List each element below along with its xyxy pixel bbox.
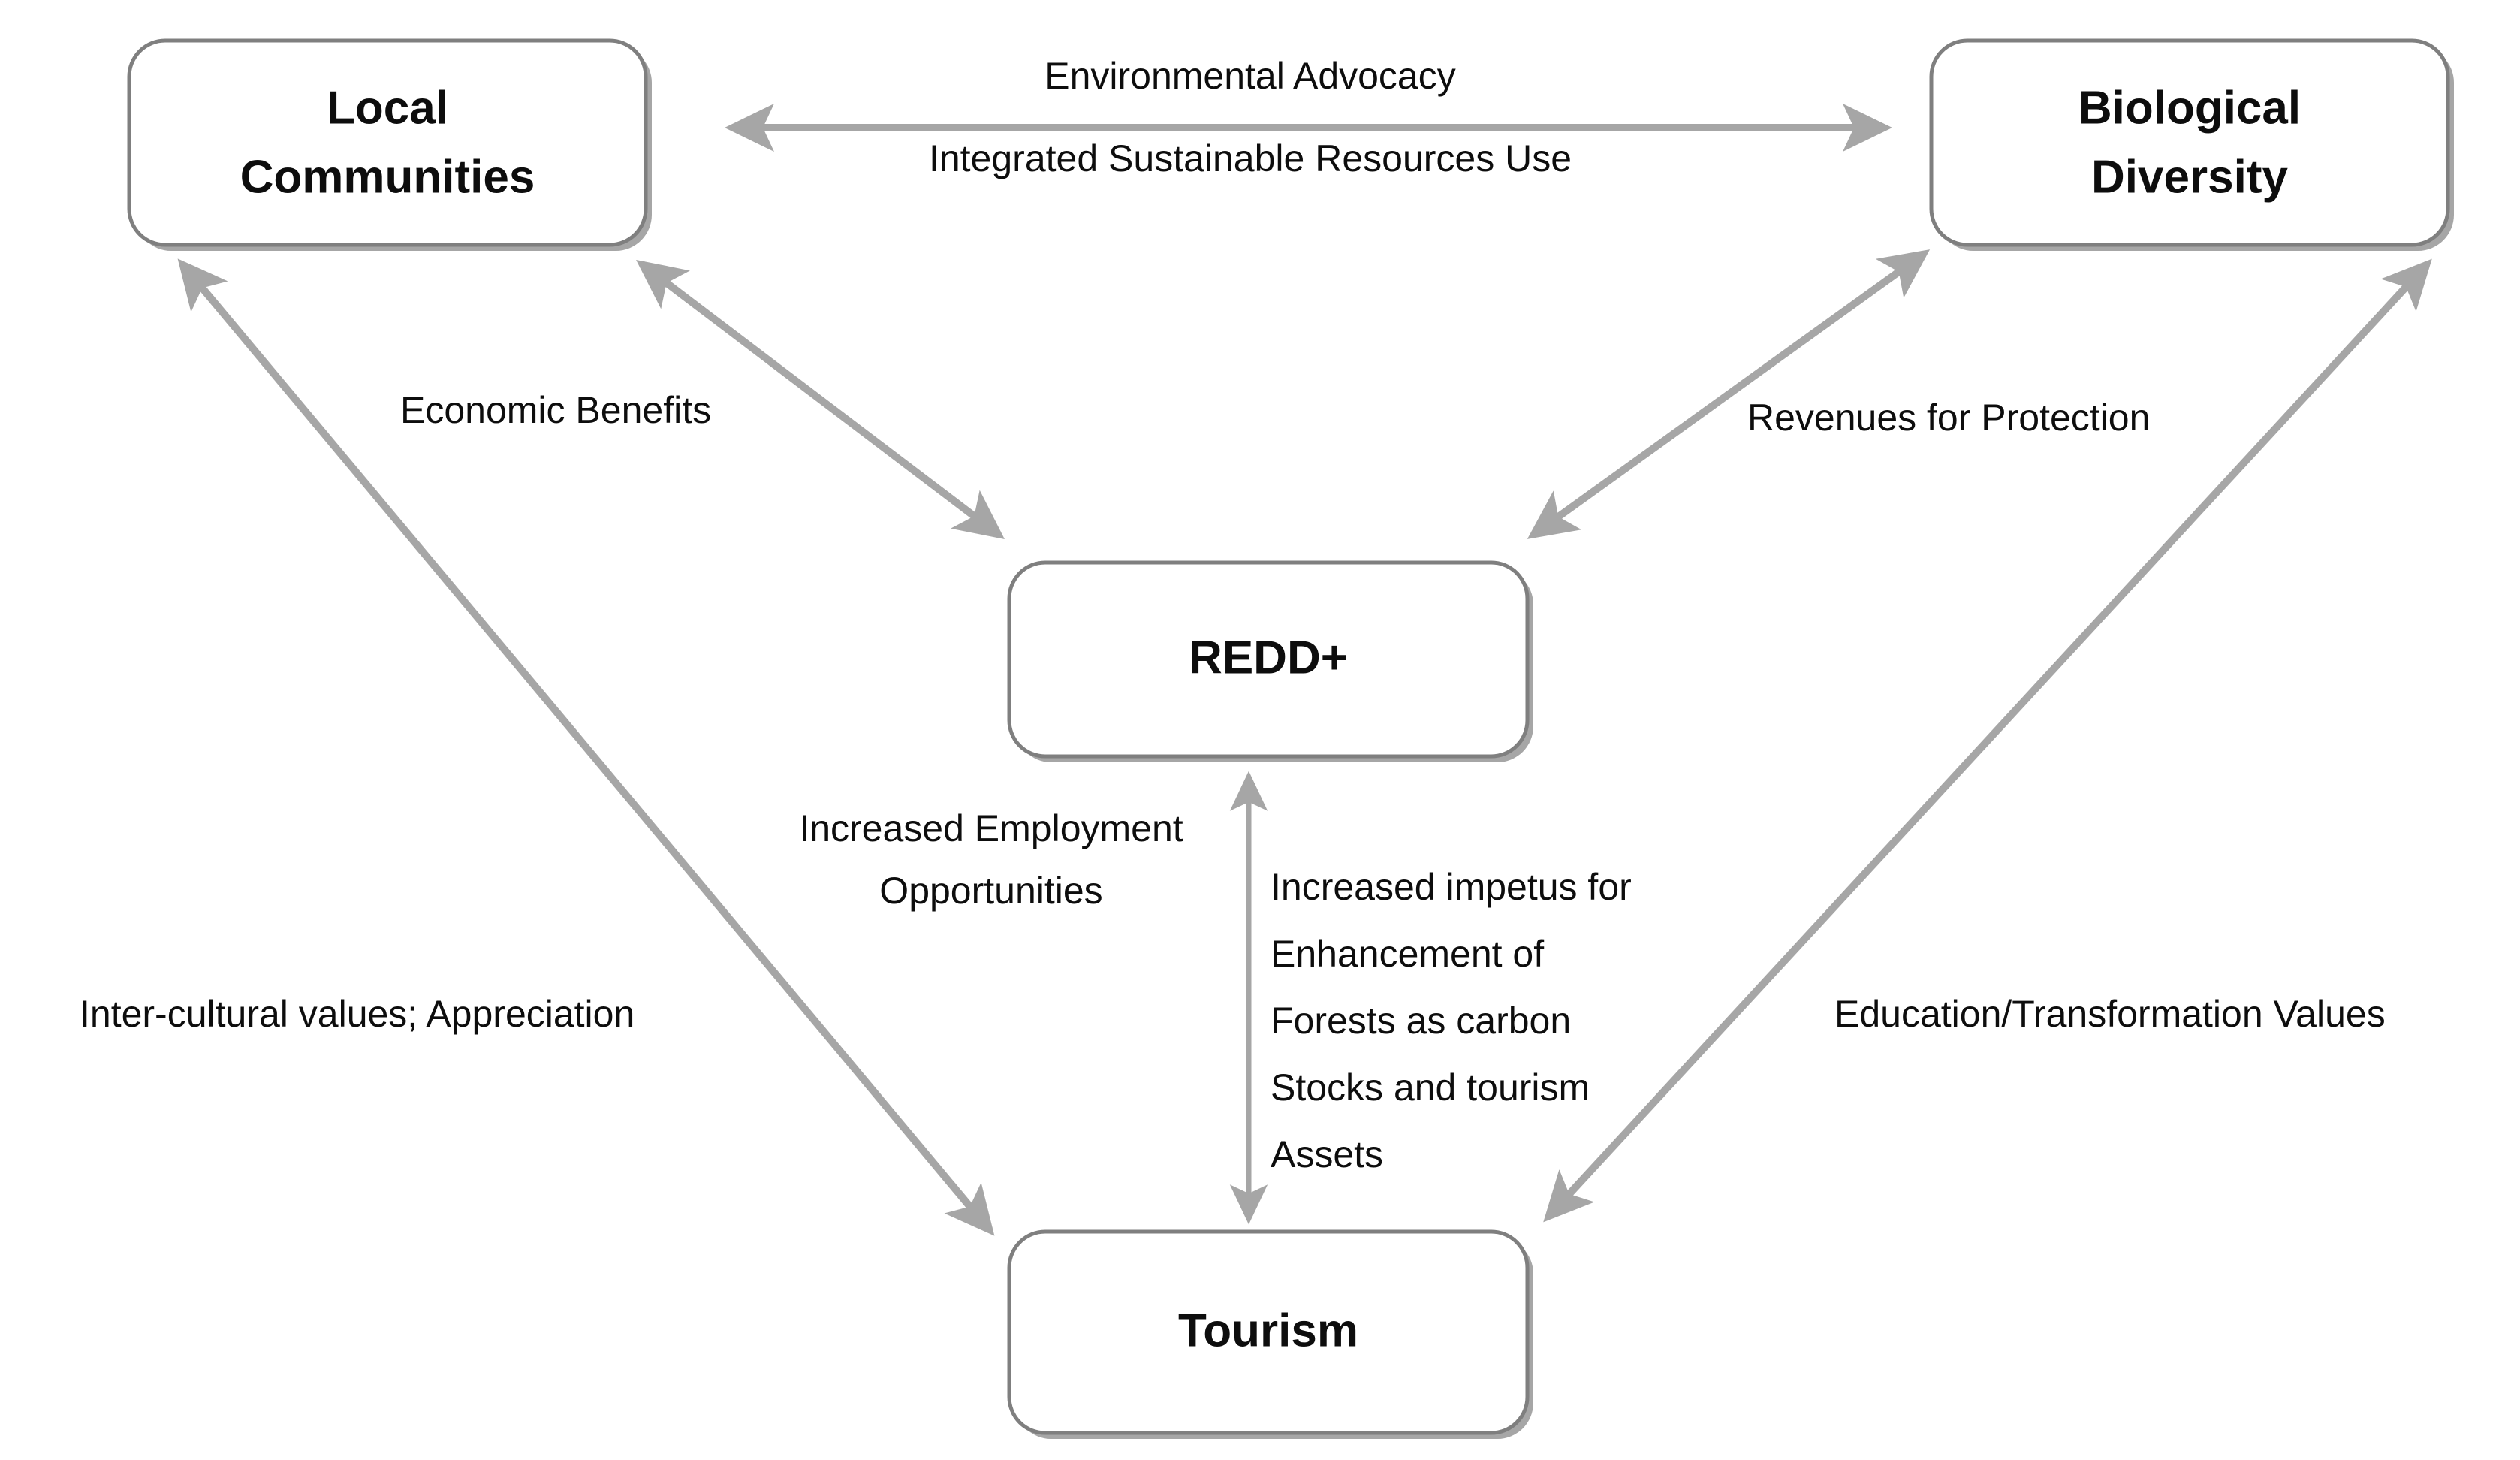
- label-education-transformation-values: Education/Transformation Values: [1834, 993, 2386, 1035]
- label-environmental-advocacy: Environmental Advocacy: [1044, 55, 1456, 97]
- arrow-communities-tourism: [177, 258, 995, 1236]
- local-communities-box: [127, 38, 648, 247]
- biological-diversity-label-line1: Biological: [2078, 82, 2301, 134]
- arrow-diversity-tourism: [1543, 258, 2432, 1223]
- label-integrated-sustainable-resources-use: Integrated Sustainable Resources Use: [929, 137, 1572, 179]
- local-communities-label-line1: Local: [327, 82, 448, 134]
- node-redd-plus[interactable]: REDD+: [1007, 560, 1533, 762]
- tourism-label: Tourism: [1178, 1305, 1358, 1356]
- local-communities-label-line2: Communities: [240, 151, 535, 203]
- label-increased-impetus-line5: Assets: [1271, 1133, 1383, 1175]
- arrow-redd-diversity: [1527, 249, 1931, 539]
- label-increased-employment-line1: Increased Employment: [799, 807, 1183, 849]
- node-tourism[interactable]: Tourism: [1007, 1229, 1533, 1439]
- node-biological-diversity[interactable]: Biological Diversity: [1929, 38, 2454, 251]
- edge-communities-tourism: [177, 258, 995, 1236]
- label-increased-impetus-line1: Increased impetus for: [1271, 866, 1632, 908]
- redd-plus-box: [1007, 560, 1530, 759]
- label-increased-impetus-line3: Forests as carbon: [1271, 1000, 1571, 1042]
- label-increased-employment-line2: Opportunities: [879, 870, 1102, 912]
- label-economic-benefits: Economic Benefits: [400, 389, 711, 431]
- label-revenues-for-protection: Revenues for Protection: [1747, 397, 2150, 439]
- edge-diversity-tourism: [1543, 258, 2432, 1223]
- label-increased-impetus-line2: Enhancement of: [1271, 933, 1544, 975]
- biological-diversity-box: [1929, 38, 2450, 247]
- label-inter-cultural-values: Inter-cultural values; Appreciation: [80, 993, 635, 1035]
- tourism-box: [1007, 1229, 1530, 1435]
- node-local-communities[interactable]: Local Communities: [127, 38, 652, 251]
- edge-redd-diversity: [1527, 249, 1931, 539]
- biological-diversity-label-line2: Diversity: [2091, 151, 2288, 203]
- redd-plus-label: REDD+: [1189, 632, 1348, 683]
- label-increased-impetus-line4: Stocks and tourism: [1271, 1066, 1590, 1109]
